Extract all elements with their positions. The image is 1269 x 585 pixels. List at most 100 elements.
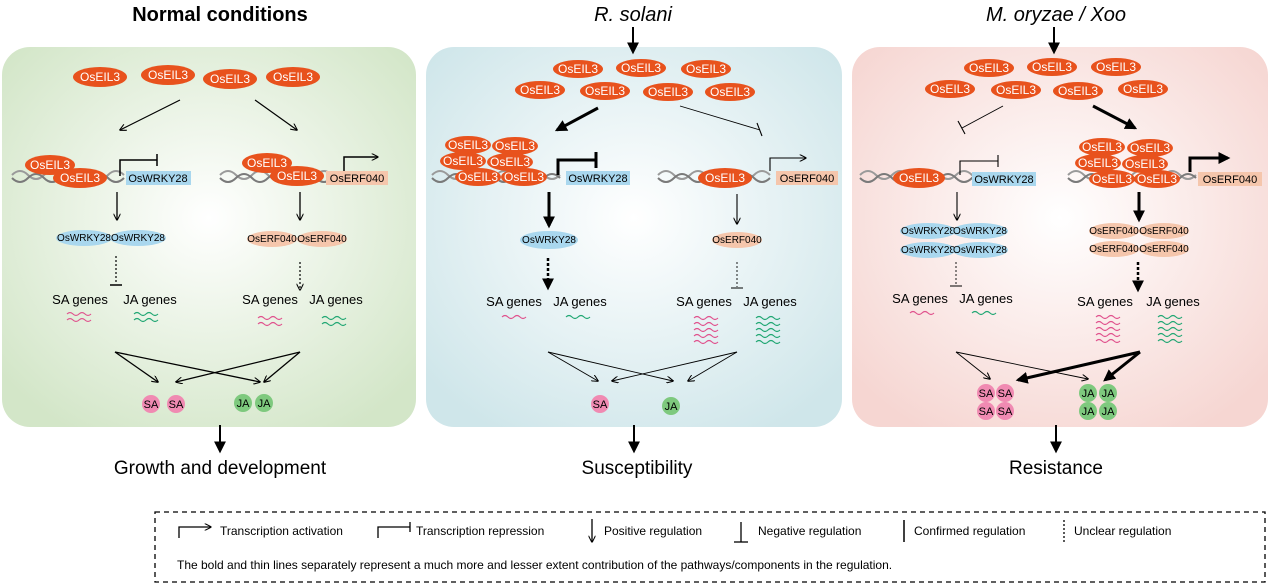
outcome-susceptibility: Susceptibility [582,458,693,479]
eil3-bound: OsEIL3 [1079,138,1125,156]
eil3-protein: OsEIL3 [681,60,731,78]
svg-text:OsWRKY28: OsWRKY28 [974,174,1033,186]
ja-transcript [755,321,781,327]
outcome-growth: Growth and development [114,458,327,479]
erf040-protein: OsERF040 [247,231,297,247]
eil3-protein: OsEIL3 [991,81,1041,99]
legend-activation: Transcription activation [220,524,343,538]
ja-molecule: JA [1079,402,1097,420]
svg-text:OsEIL3: OsEIL3 [585,84,625,98]
svg-text:JA: JA [1102,406,1116,418]
ja-genes-label: JA genes [959,291,1013,306]
eil3-bound: OsEIL3 [1134,170,1180,188]
wrky28-protein: OsWRKY28 [56,230,112,246]
sa-transcript [501,314,527,320]
activation-symbol [343,157,378,171]
ja-genes-label: JA genes [743,294,797,309]
eil3-protein: OsEIL3 [1091,58,1141,76]
svg-text:OsEIL3: OsEIL3 [710,85,750,99]
erf040-promoter [1198,172,1262,186]
eil3-bound: OsEIL3 [698,168,752,188]
ja-transcript [1157,338,1183,344]
legend-repression: Transcription repression [416,524,544,538]
ja-molecule: JA [662,397,680,415]
legend-unclear: Unclear regulation [1074,524,1171,538]
svg-text:OsEIL3: OsEIL3 [1032,60,1072,74]
svg-text:OsEIL3: OsEIL3 [277,169,317,183]
svg-text:SA: SA [998,406,1013,418]
erf040-promoter [326,171,388,185]
sa-transcript [1095,332,1121,338]
ja-transcript [321,315,347,321]
panel-moryzae: OsEIL3 OsEIL3 OsEIL3 OsEIL3 OsEIL3 OsEIL… [859,58,1262,420]
eil3-bound: OsEIL3 [1075,154,1121,172]
svg-text:OsEIL3: OsEIL3 [899,171,939,185]
sa-molecule: SA [977,384,995,402]
svg-text:SA: SA [979,388,994,400]
svg-text:JA: JA [1082,406,1096,418]
outcome-resistance: Resistance [1009,458,1103,479]
svg-text:OsERF040: OsERF040 [1089,244,1139,255]
eil3-protein: OsEIL3 [266,67,320,87]
legend-box [154,511,1266,583]
svg-text:OsERF040: OsERF040 [780,173,834,185]
eil3-protein: OsEIL3 [964,59,1014,77]
ja-transcript [755,315,781,321]
sa-genes-label: SA genes [892,291,948,306]
eil3-protein: OsEIL3 [515,81,565,99]
eil3-protein: OsEIL3 [1053,82,1103,100]
eil3-protein: OsEIL3 [553,60,603,78]
svg-text:OsEIL3: OsEIL3 [686,62,726,76]
legend-negative: Negative regulation [758,524,861,538]
wrky28-protein: OsWRKY28 [520,231,578,249]
svg-text:OsERF040: OsERF040 [297,234,347,245]
sa-molecule: SA [996,384,1014,402]
sa-genes-label: SA genes [242,292,298,307]
svg-text:OsEIL3: OsEIL3 [273,70,313,84]
erf040-protein: OsERF040 [712,232,762,248]
svg-text:OsEIL3: OsEIL3 [490,155,530,169]
ja-genes-label: JA genes [1146,294,1200,309]
svg-text:OsEIL3: OsEIL3 [996,83,1036,97]
ja-transcript [755,333,781,339]
sa-transcript [693,315,719,321]
sa-genes-label: SA genes [676,294,732,309]
panel-rsolani: OsEIL3 OsEIL3 OsEIL3 OsEIL3 OsEIL3 OsEIL… [431,59,838,415]
panel-normal-bg [2,47,416,427]
eil3-protein: OsEIL3 [925,80,975,98]
svg-text:OsEIL3: OsEIL3 [448,138,488,152]
sa-genes-label: SA genes [486,294,542,309]
panel-rsolani-bg [426,47,842,427]
svg-text:OsEIL3: OsEIL3 [247,156,287,170]
sa-transcript [693,333,719,339]
repression-symbol [556,158,596,175]
ja-molecule: JA [1099,384,1117,402]
legend-repression-symbol [377,526,410,538]
sa-transcript [693,339,719,345]
svg-text:OsEIL3: OsEIL3 [1137,172,1177,186]
wrky28-protein: OsWRKY28 [952,242,1008,258]
ja-transcript [133,311,159,317]
svg-text:OsWRKY28: OsWRKY28 [522,235,576,246]
wrky28-promoter [566,171,630,185]
sa-transcript [1095,326,1121,332]
ja-genes-label: JA genes [123,292,177,307]
ja-molecule: JA [234,394,252,412]
eil3-protein: OsEIL3 [616,59,666,77]
svg-text:SA: SA [144,399,159,411]
sa-transcript [693,327,719,333]
sa-molecule: SA [977,402,995,420]
sa-molecule: SA [591,395,609,413]
ja-transcript [1157,314,1183,320]
svg-text:JA: JA [1082,388,1096,400]
eil3-protein: OsEIL3 [73,67,127,87]
svg-text:OsEIL3: OsEIL3 [705,171,745,185]
svg-text:OsEIL3: OsEIL3 [458,170,498,184]
svg-text:OsWRKY28: OsWRKY28 [901,226,955,237]
eil3-protein: OsEIL3 [643,83,693,101]
svg-text:OsERF040: OsERF040 [1139,226,1189,237]
panel-title-moryzae: M. oryzae / Xoo [986,4,1126,26]
svg-text:OsEIL3: OsEIL3 [1092,172,1132,186]
svg-text:OsEIL3: OsEIL3 [1130,141,1170,155]
